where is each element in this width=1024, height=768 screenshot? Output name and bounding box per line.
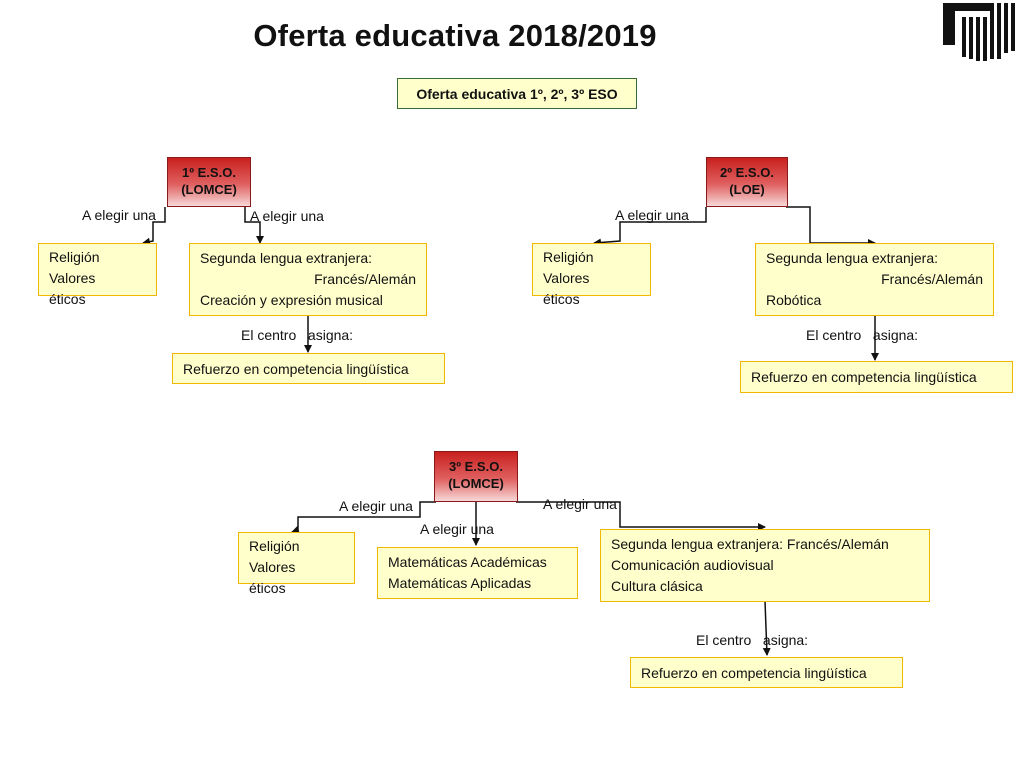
eso3-lengua-line1: Segunda lengua extranjera: Francés/Alemá… [611, 536, 889, 552]
eso2-lengua-line2: Francés/Alemán [881, 271, 983, 287]
eso3-option-religion: Religión Valores éticos [238, 532, 355, 596]
connector-eso1-religion [142, 207, 166, 246]
eso1-header-line1: 1º E.S.O. [182, 165, 236, 180]
eso3-religion-line3: éticos [249, 580, 286, 596]
eso1-header-line2: (LOMCE) [181, 182, 237, 197]
eso2-header-line1: 2º E.S.O. [720, 165, 774, 180]
connector-eso2-lengua [786, 206, 876, 247]
eso1-religion-line1: Religión [49, 249, 100, 265]
eso1-header: 1º E.S.O. (LOMCE) [167, 157, 251, 207]
eso3-option-lengua: Segunda lengua extranjera: Francés/Alemá… [600, 529, 930, 602]
eso1-option-religion: Religión Valores éticos [38, 243, 157, 307]
eso2-lengua-line1: Segunda lengua extranjera: [766, 250, 939, 266]
eso2-choose-label: A elegir una [615, 207, 689, 223]
eso3-header-line2: (LOMCE) [448, 476, 504, 491]
eso1-lengua-line1: Segunda lengua extranjera: [200, 250, 373, 266]
connector-eso3-refuerzo [762, 600, 771, 656]
eso1-choose-right-label: A elegir una [250, 208, 324, 224]
eso3-choose-left-label: A elegir una [339, 498, 413, 514]
eso3-lengua-line3: Cultura clásica [611, 578, 703, 594]
eso3-header: 3º E.S.O. (LOMCE) [434, 451, 518, 502]
eso2-option-lengua: Segunda lengua extranjera: Francés/Alemá… [755, 243, 994, 316]
connector-eso1-lengua [244, 207, 264, 244]
page-title: Oferta educativa 2018/2019 [253, 18, 657, 53]
eso3-matematicas-line2: Matemáticas Aplicadas [388, 575, 532, 591]
eso2-religion-line2: Valores [543, 270, 590, 286]
eso3-lengua-line2: Comunicación audiovisual [611, 557, 774, 573]
eso2-lengua-line3: Robótica [766, 292, 822, 308]
eso1-refuerzo-box: Refuerzo en competencia lingüística [172, 353, 445, 384]
connector-eso3-religion [291, 501, 436, 534]
eso3-religion-line2: Valores [249, 559, 296, 575]
eso3-header-line1: 3º E.S.O. [449, 459, 503, 474]
eso3-religion-line1: Religión [249, 538, 300, 554]
connector-eso3-lengua [516, 501, 766, 531]
eso1-choose-left-label: A elegir una [82, 207, 156, 223]
eso2-refuerzo-box: Refuerzo en competencia lingüística [740, 361, 1013, 393]
eso3-choose-middle-label: A elegir una [420, 521, 494, 537]
connector-eso2-religion [593, 207, 707, 247]
eso2-header: 2º E.S.O. (LOE) [706, 157, 788, 207]
eso2-religion-line3: éticos [543, 291, 580, 307]
eso3-refuerzo-box: Refuerzo en competencia lingüística [630, 657, 903, 688]
eso3-choose-right-label: A elegir una [543, 496, 617, 512]
subtitle-box: Oferta educativa 1º, 2º, 3º ESO [397, 78, 637, 109]
eso1-assign-label: El centro asigna: [241, 327, 354, 343]
eso2-religion-line1: Religión [543, 249, 594, 265]
eso3-assign-label: El centro asigna: [696, 632, 809, 648]
eso1-religion-line2: Valores [49, 270, 96, 286]
eso2-assign-label: El centro asigna: [806, 327, 919, 343]
eso2-option-religion: Religión Valores éticos [532, 243, 651, 307]
eso1-religion-line3: éticos [49, 291, 86, 307]
eso1-lengua-line3: Creación y expresión musical [200, 292, 383, 308]
eso3-option-matematicas: Matemáticas Académicas Matemáticas Aplic… [377, 547, 578, 599]
eso1-option-lengua: Segunda lengua extranjera: Francés/Alemá… [189, 243, 427, 316]
eso3-matematicas-line1: Matemáticas Académicas [388, 554, 547, 570]
eso1-lengua-line2: Francés/Alemán [314, 271, 416, 287]
institution-logo [940, 3, 1020, 61]
eso2-header-line2: (LOE) [729, 182, 765, 197]
